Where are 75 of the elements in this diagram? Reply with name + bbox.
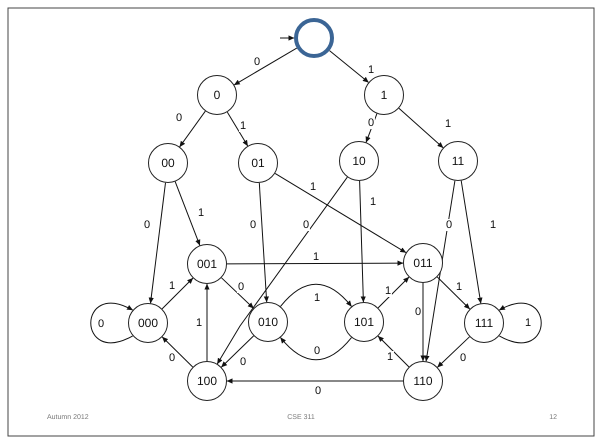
edge-label: 0 (312, 345, 322, 357)
transition-arrow (204, 284, 210, 362)
state-circle: 101 (344, 302, 384, 342)
edge-label: 0 (96, 318, 106, 330)
transition-arrow (221, 277, 254, 309)
edge-label: 0 (366, 117, 376, 129)
edge-label: 0 (444, 219, 454, 231)
state-circle: 100 (187, 361, 227, 401)
state-circle: 11 (438, 141, 478, 181)
start-arrow (280, 35, 294, 41)
edge-label: 1 (312, 251, 320, 263)
edge-label: 0 (174, 112, 184, 124)
state-circle: 001 (187, 244, 227, 284)
edge-label: 1 (368, 196, 378, 208)
edge-label: 1 (488, 219, 498, 231)
edge-label: 0 (302, 219, 310, 231)
state-circle: 010 (248, 302, 288, 342)
transition-arrow (378, 276, 410, 308)
edge-label: 1 (194, 317, 204, 329)
transition-arrow (220, 335, 254, 368)
edge-label: 1 (312, 292, 322, 304)
transition-arrow (226, 260, 404, 266)
edge-label: 1 (366, 64, 376, 76)
transition-arrow (226, 378, 404, 384)
transition-arrow (420, 282, 426, 362)
transition-arrow (274, 172, 406, 254)
transition-arrow (280, 284, 352, 307)
edge-label: 1 (444, 118, 452, 130)
transition-arrow (162, 336, 194, 368)
state-circle: 000 (128, 303, 168, 343)
edge-label: 0 (414, 306, 422, 318)
transition-arrow (398, 108, 444, 148)
self-loop-arrow (90, 302, 134, 344)
edge-label: 0 (142, 219, 152, 231)
state-circle: 111 (464, 303, 504, 343)
edge-label: 0 (314, 385, 322, 397)
edge-label: 1 (196, 207, 206, 219)
transition-arrow (424, 180, 456, 362)
transition-arrow (329, 50, 369, 83)
edge-label: 1 (524, 317, 532, 329)
state-circle: 110 (403, 361, 443, 401)
transition-arrow (378, 336, 410, 368)
transition-arrow (234, 48, 298, 86)
transition-arrow (179, 110, 206, 148)
state-circle: 01 (238, 143, 278, 183)
transition-arrow (174, 181, 200, 246)
edge-label: 0 (248, 219, 258, 231)
edge-label: 0 (252, 56, 262, 68)
transition-arrow (148, 182, 166, 304)
transition-arrow (280, 337, 352, 360)
state-circle: 10 (339, 141, 379, 181)
transition-arrow (162, 278, 194, 310)
state-circle: 1 (364, 75, 404, 115)
edge-label: 1 (308, 181, 318, 193)
start-state-circle (294, 18, 334, 58)
edge-label: 1 (238, 120, 248, 132)
state-circle: 011 (403, 243, 443, 283)
transition-arrow (436, 276, 470, 310)
edge-label: 0 (236, 281, 246, 293)
edge-label: 0 (168, 352, 176, 364)
self-loop-arrow (498, 302, 542, 344)
edge-label: 1 (454, 281, 464, 293)
transition-arrow (216, 176, 348, 364)
edge-label: 1 (386, 351, 394, 363)
state-circle: 00 (148, 143, 188, 183)
edge-label: 1 (384, 285, 392, 297)
transition-arrow (460, 180, 482, 304)
edge-label: 1 (168, 280, 176, 292)
edge-label: 0 (458, 352, 468, 364)
transition-arrow (359, 180, 366, 302)
transition-arrow (226, 112, 248, 146)
state-circle: 0 (197, 75, 237, 115)
edge-label: 0 (238, 356, 248, 368)
transition-arrow (437, 336, 470, 368)
transition-arrow (258, 182, 269, 302)
